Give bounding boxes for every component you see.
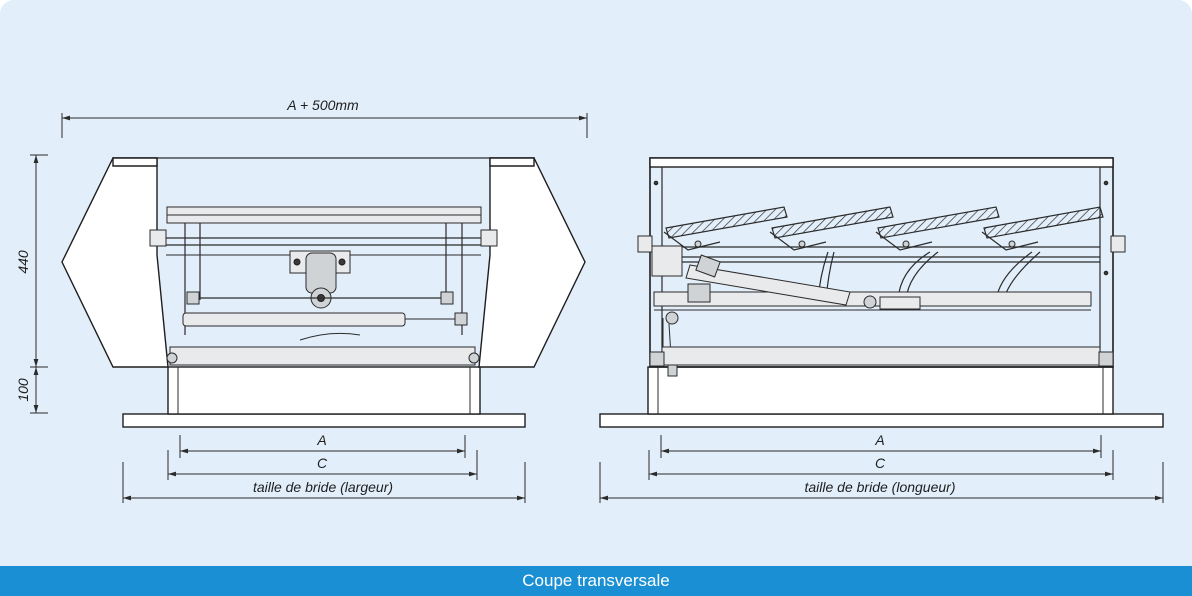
right-upstand bbox=[647, 366, 1114, 415]
technical-drawing: A + 500mm 440 100 bbox=[15, 97, 1164, 503]
dimension-top-width: A + 500mm bbox=[61, 97, 588, 138]
left-upstand bbox=[167, 366, 481, 415]
right-actuator bbox=[685, 264, 851, 306]
right-section-view bbox=[599, 157, 1164, 428]
right-dimension-c-label: C bbox=[875, 455, 886, 471]
left-dimension-c-label: C bbox=[317, 455, 328, 471]
left-dimension-a-label: A bbox=[316, 432, 326, 448]
left-gas-spring bbox=[182, 312, 406, 327]
right-bottom-dimensions: A C taille de bride (longueur) bbox=[599, 432, 1164, 503]
left-bottom-dimensions: A C taille de bride (largeur) bbox=[122, 432, 526, 503]
caption-text: Coupe transversale bbox=[522, 571, 670, 590]
left-flange-plate bbox=[122, 413, 526, 428]
dimension-top-width-label: A + 500mm bbox=[286, 97, 359, 113]
caption-bar: Coupe transversale bbox=[0, 566, 1192, 596]
right-dimension-a-label: A bbox=[874, 432, 884, 448]
right-louvre-blades bbox=[663, 206, 1104, 251]
right-small-actuator bbox=[879, 296, 921, 310]
right-flange-plate bbox=[599, 413, 1164, 428]
left-section-view bbox=[61, 157, 586, 428]
right-louvre-panel bbox=[478, 157, 586, 368]
dimension-height-lower-label: 100 bbox=[15, 378, 31, 402]
left-louvre-panel bbox=[61, 157, 169, 368]
left-flange-size-label: taille de bride (largeur) bbox=[253, 479, 393, 495]
dimension-height-upper-label: 440 bbox=[15, 250, 31, 274]
dimension-height: 440 100 bbox=[15, 154, 48, 414]
right-flange-size-label: taille de bride (longueur) bbox=[805, 479, 956, 495]
